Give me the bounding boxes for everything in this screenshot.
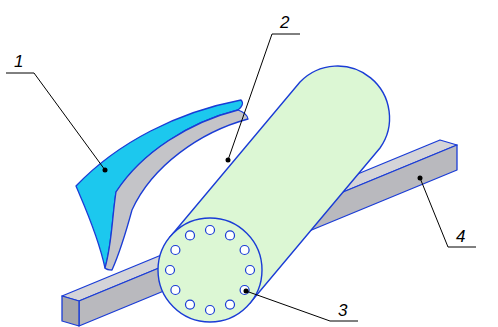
callout-number: 3 xyxy=(338,302,347,320)
leader-lines xyxy=(6,34,476,321)
callout-number: 1 xyxy=(14,53,23,71)
hole-ring xyxy=(166,226,255,315)
callout-number: 2 xyxy=(280,14,289,32)
leader-dots xyxy=(103,158,423,294)
roller-part xyxy=(158,66,390,322)
callout-number: 4 xyxy=(456,228,465,246)
